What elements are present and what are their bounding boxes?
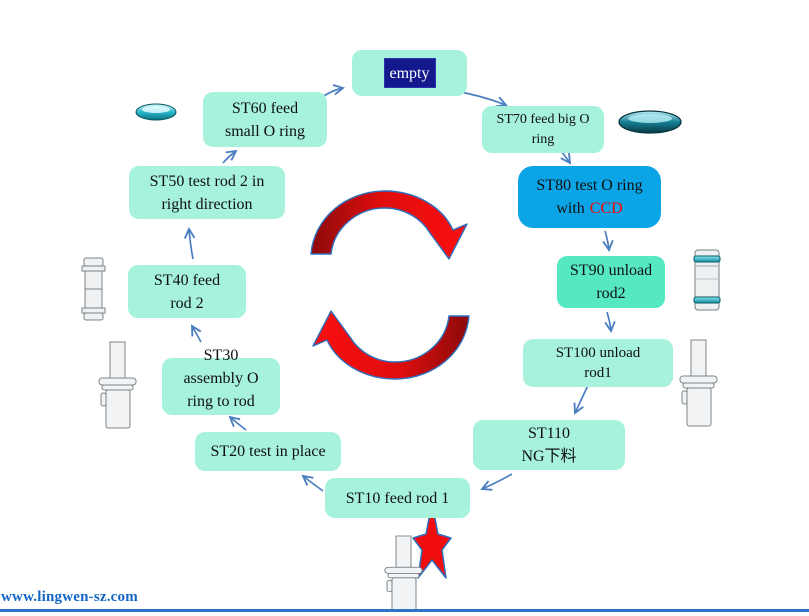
- station-label: rod 2: [170, 294, 204, 312]
- station-st100: ST100 unload rod1: [523, 339, 673, 387]
- arrow-st40-to-st50: [183, 227, 196, 260]
- station-st30: [162, 358, 280, 415]
- station-label: ST40 feed: [153, 271, 221, 289]
- station-label: NG下料: [521, 448, 577, 465]
- rod1-with-collar-left-image: [98, 341, 137, 429]
- station-empty: empty: [352, 50, 467, 96]
- bottom-divider: [0, 609, 809, 612]
- cycle-arrows-icon: [310, 190, 470, 380]
- station-st10: ST10 feed rod 1: [325, 478, 470, 518]
- station-label: right direction: [161, 195, 253, 213]
- station-st90: ST90 unload rod2: [557, 256, 665, 308]
- arrow-st90-to-st100: [604, 311, 616, 333]
- ccd-highlight: CCD: [589, 200, 623, 217]
- station-label: ST10 feed rod 1: [345, 489, 450, 507]
- small-o-ring-image: [135, 103, 177, 121]
- station-st60: ST60 feed small O ring: [203, 92, 327, 147]
- station-label: ST70 feed big O: [496, 111, 590, 127]
- station-label: ST80 test O ring: [536, 177, 643, 194]
- station-label: small O ring: [225, 122, 305, 140]
- station-st40: ST40 feed rod 2: [128, 265, 246, 318]
- station-label: ring to rod: [187, 393, 255, 410]
- station-label: assembly O: [183, 370, 259, 387]
- station-label: ST60 feed: [231, 99, 299, 117]
- station-st30-label: ST30 assembly O ring to rod: [156, 344, 286, 413]
- station-label: rod2: [596, 285, 626, 302]
- arrow-st20-to-st30: [228, 415, 247, 431]
- big-o-ring-image: [618, 110, 682, 134]
- arrow-st10-to-st20: [301, 474, 324, 492]
- arrow-st30-to-st40: [191, 324, 202, 343]
- station-label: ST90 unload: [569, 262, 653, 279]
- rod1-with-collar-right-image: [679, 339, 718, 427]
- station-label: rod1: [584, 365, 612, 381]
- rod1-with-collar-bottom-image: [384, 535, 423, 612]
- station-label: ST100 unload: [555, 345, 641, 361]
- station-st20: ST20 test in place: [195, 432, 341, 471]
- rod2-blank-image: [81, 257, 106, 321]
- station-st70: ST70 feed big O ring: [482, 106, 604, 153]
- station-label: ST110: [527, 425, 571, 442]
- arrow-st110-to-st10: [480, 473, 513, 491]
- station-st110: ST110 NG下料: [473, 420, 625, 470]
- watermark-text: www.lingwen-sz.com: [1, 589, 138, 605]
- station-st50: ST50 test rod 2 in right direction: [129, 166, 285, 219]
- arrow-st50-to-st60: [222, 149, 238, 164]
- arrow-st80-to-st90: [602, 230, 614, 252]
- rod2-with-o-rings-image: [693, 249, 721, 311]
- station-label: ring: [531, 131, 555, 147]
- station-label: ST20 test in place: [210, 443, 326, 460]
- station-label: ST50 test rod 2 in: [149, 172, 265, 190]
- station-label: ST30: [203, 347, 239, 364]
- empty-label: empty: [383, 58, 436, 88]
- empty-label-text: empty: [389, 64, 430, 82]
